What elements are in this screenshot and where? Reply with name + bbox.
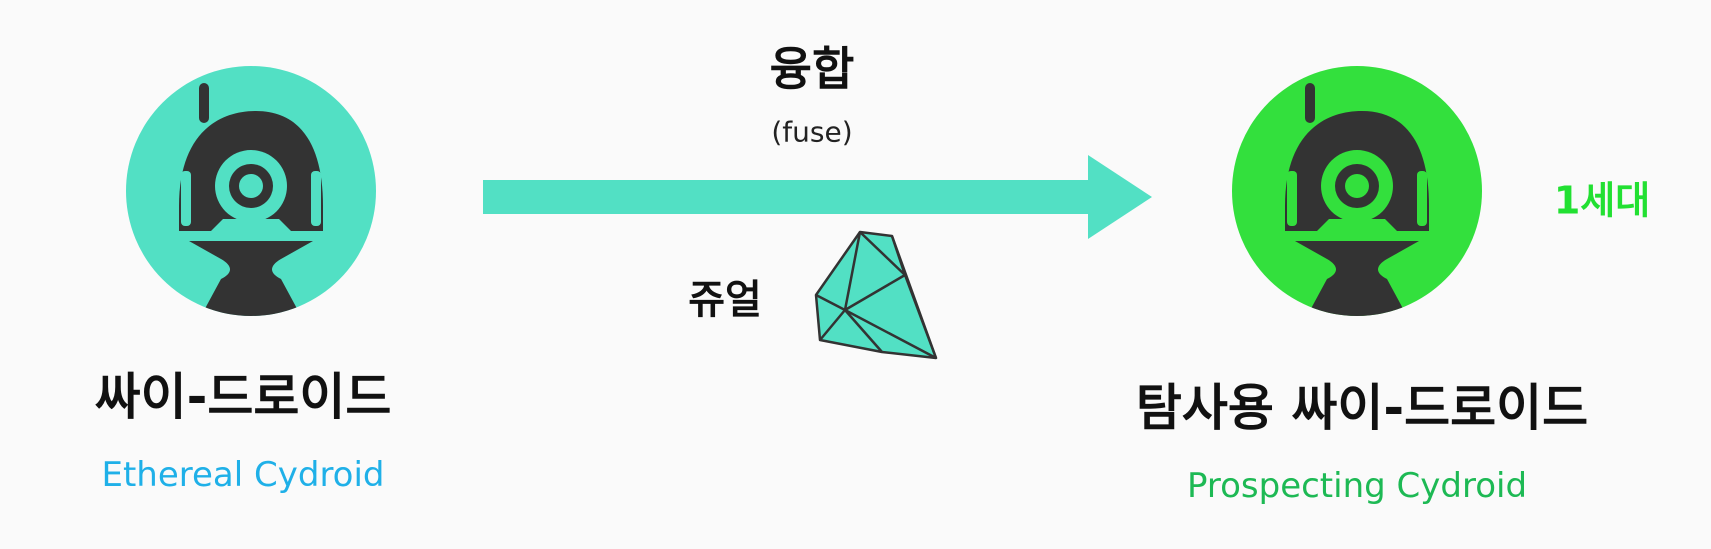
- fuse-sublabel: (fuse): [771, 115, 853, 149]
- generation-badge: 1세대: [1553, 178, 1651, 223]
- source-name-ko: 싸이-드로이드: [94, 368, 392, 426]
- ethereal-cydroid-icon: [126, 66, 376, 316]
- fuse-arrow-icon: [483, 155, 1152, 239]
- source-name-en: Ethereal Cydroid: [101, 455, 385, 495]
- gem-icon: [814, 230, 938, 360]
- jewel-label: 쥬얼: [688, 277, 762, 323]
- fuse-label: 융합: [769, 42, 855, 96]
- prospecting-cydroid-icon: [1232, 66, 1482, 316]
- result-name-ko: 탐사용 싸이-드로이드: [1135, 379, 1589, 437]
- result-name-en: Prospecting Cydroid: [1186, 466, 1528, 506]
